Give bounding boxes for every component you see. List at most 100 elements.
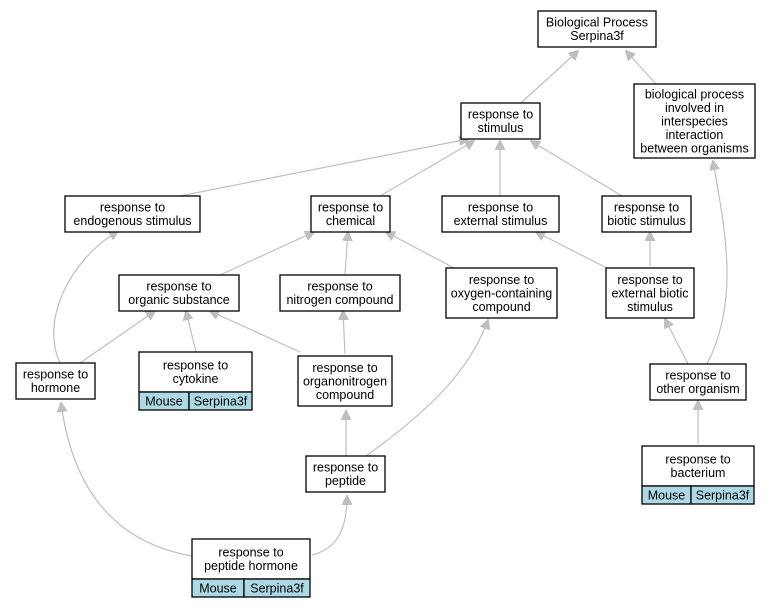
node-box: [138, 351, 253, 393]
node-box: [445, 267, 558, 319]
node-box: [605, 267, 695, 319]
node-label-line: compound: [316, 388, 374, 402]
node-label-line: response to: [665, 453, 730, 467]
node-label-line: response to: [163, 359, 228, 373]
node-label-line: stimulus: [627, 300, 673, 314]
node-label-line: external biotic: [611, 286, 688, 300]
node-box: [297, 355, 393, 407]
node-box: [305, 455, 386, 493]
node-box: [649, 363, 747, 401]
node-label-line: response to: [23, 368, 88, 382]
edge-organonitrogen-to-nitrogen: [343, 311, 345, 355]
node-label-line: peptide: [325, 474, 366, 488]
node-box: [633, 83, 756, 159]
node-label-line: nitrogen compound: [286, 293, 393, 307]
edge-peptide-to-oxygen: [365, 320, 488, 457]
node-label-line: chemical: [326, 214, 375, 228]
node-label-line: between organisms: [640, 141, 748, 155]
node-label-line: biotic stimulus: [607, 214, 686, 228]
node-box: [641, 445, 755, 487]
gene-cell: [188, 391, 253, 411]
node-box: [601, 195, 692, 233]
node-label-line: response to: [318, 201, 383, 215]
node-box: [537, 10, 657, 48]
node-label-line: organic substance: [128, 293, 230, 307]
node-label-line: hormone: [31, 381, 80, 395]
edge-chemical-to-stimulus: [379, 141, 474, 197]
gene-label: Serpina3f: [194, 394, 248, 408]
node-label-line: compound: [472, 300, 530, 314]
node-label-line: response to: [614, 201, 679, 215]
node-label-line: interaction: [666, 128, 724, 142]
node-label-line: response to: [146, 280, 211, 294]
node-label-line: cytokine: [173, 372, 219, 386]
edge-stimulus-to-root: [520, 51, 578, 104]
node-label-line: external stimulus: [454, 214, 548, 228]
node-label-line: involved in: [665, 101, 724, 115]
node-box: [15, 362, 96, 400]
node-label-line: endogenous stimulus: [73, 214, 191, 228]
edge-cytokine-to-organic: [186, 311, 197, 353]
node-label-line: response to: [469, 273, 534, 287]
edge-layer: [53, 51, 728, 557]
organism-label: Mouse: [145, 394, 183, 408]
edge-nitrogen-to-chemical: [345, 232, 348, 275]
edge-biotic-to-stimulus: [531, 141, 623, 197]
node-label-line: response to: [468, 201, 533, 215]
node-label-line: peptide hormone: [204, 559, 298, 573]
node-label-line: response to: [313, 461, 378, 475]
node-label-line: response to: [312, 361, 377, 375]
node-box: [191, 538, 311, 580]
edge-other-to-extbiotic: [665, 319, 689, 365]
node-label-line: stimulus: [478, 121, 524, 135]
node-label-line: other organism: [656, 382, 739, 396]
organism-label: Mouse: [648, 488, 686, 502]
edge-interspecies-to-root: [626, 51, 657, 85]
edge-hormone-to-endogenous: [53, 231, 118, 364]
edge-peptidehormone-to-hormone: [61, 403, 193, 557]
node-box: [441, 195, 560, 233]
node-label-line: response to: [307, 280, 372, 294]
node-label-line: Serpina3f: [570, 29, 624, 43]
node-box: [64, 195, 201, 233]
node-label-line: Biological Process: [546, 16, 648, 30]
edge-oxygen-to-chemical: [386, 232, 455, 269]
edge-organic-to-chemical: [219, 232, 314, 276]
node-label-line: response to: [100, 201, 165, 215]
edge-peptidehormone-to-peptide: [311, 496, 347, 556]
node-label-line: response to: [218, 546, 283, 560]
edge-hormone-to-organic: [79, 311, 155, 364]
gene-label: Serpina3f: [696, 488, 750, 502]
node-label-line: interspecies: [661, 114, 728, 128]
organism-label: Mouse: [199, 581, 237, 595]
edge-organonitrogen-to-organic: [210, 311, 301, 353]
node-box: [279, 274, 401, 312]
node-label-line: response to: [617, 273, 682, 287]
gene-cell: [690, 485, 755, 505]
edge-other-to-interspecies: [706, 161, 728, 365]
node-label-line: biological process: [645, 87, 744, 101]
node-box: [310, 195, 391, 233]
gene-cell: [243, 578, 311, 598]
node-box: [118, 274, 240, 312]
